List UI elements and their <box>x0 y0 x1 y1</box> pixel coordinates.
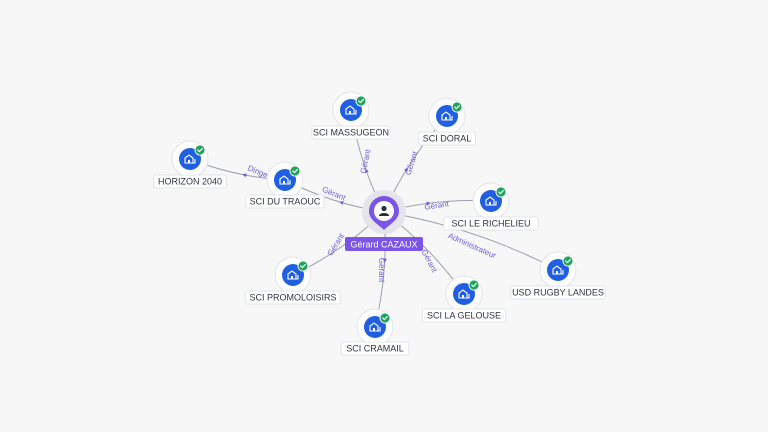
company-icon-bg <box>179 148 201 170</box>
nodes-layer: SCI MASSUGEON SCI DORAL SCI LE RICHELIEU US… <box>153 91 606 356</box>
verified-badge <box>356 96 366 106</box>
edge-arrow-icon <box>382 258 387 263</box>
company-label[interactable]: SCI PROMOLOISIRS <box>249 293 336 303</box>
relation-label: Gérant <box>424 199 450 212</box>
company-icon-bg <box>282 264 304 286</box>
edge-arrow-icon <box>364 168 369 173</box>
company-label[interactable]: SCI DU TRAOUC <box>250 197 321 207</box>
company-label[interactable]: SCI LE RICHELIEU <box>451 219 530 229</box>
company-node-sci-le-richelieu[interactable]: SCI LE RICHELIEU <box>443 182 539 231</box>
edge-arrow-icon <box>339 201 344 205</box>
building-icon <box>287 270 299 280</box>
edge-arrow-icon <box>242 173 247 178</box>
building-icon <box>485 196 497 206</box>
building-icon <box>441 111 453 121</box>
company-label-bg <box>510 285 606 300</box>
verified-badge <box>563 256 573 266</box>
company-label-bg <box>153 174 227 189</box>
company-label[interactable]: HORIZON 2040 <box>158 177 222 187</box>
verified-badge <box>452 102 462 112</box>
check-icon <box>565 258 571 264</box>
verified-badge <box>298 261 308 271</box>
company-node-sci-massugeon[interactable]: SCI MASSUGEON <box>311 91 391 140</box>
check-icon <box>300 263 306 269</box>
edge-arrow-icon <box>403 167 408 172</box>
company-label[interactable]: SCI MASSUGEON <box>313 128 389 138</box>
verified-badge <box>496 187 506 197</box>
check-icon <box>498 189 504 195</box>
verified-badge <box>380 313 390 323</box>
company-label-bg <box>340 341 410 356</box>
company-icon-bg <box>274 169 296 191</box>
building-icon <box>184 154 196 164</box>
company-label[interactable]: SCI DORAL <box>423 134 472 144</box>
verified-badge <box>195 145 205 155</box>
company-label-bg <box>245 290 341 305</box>
building-icon <box>345 105 357 115</box>
company-label[interactable]: SCI CRAMAIL <box>346 344 404 354</box>
relation-label: Gérant <box>326 231 347 257</box>
center-person-node[interactable]: Gérard CAZAUX <box>345 190 423 251</box>
person-icon <box>378 205 390 216</box>
company-label[interactable]: USD RUGBY LANDES <box>512 288 604 298</box>
relation-label: Gérant <box>404 149 420 176</box>
company-label-bg <box>418 131 476 146</box>
company-node-sci-du-traouc[interactable]: SCI DU TRAOUC <box>245 161 325 209</box>
company-icon-bg <box>453 283 475 305</box>
company-label-bg <box>421 308 507 323</box>
check-icon <box>454 104 460 110</box>
building-icon <box>279 175 291 185</box>
company-icon-bg <box>340 99 362 121</box>
check-icon <box>471 282 477 288</box>
center-label-bg <box>345 237 423 251</box>
check-icon <box>197 147 203 153</box>
company-label[interactable]: SCI LA GELOUSE <box>427 311 501 321</box>
company-icon-bg <box>547 259 569 281</box>
company-icon-bg <box>480 190 502 212</box>
verified-badge <box>469 280 479 290</box>
company-node-sci-cramail[interactable]: SCI CRAMAIL <box>340 308 410 356</box>
building-icon <box>369 322 381 332</box>
company-icon-bg <box>436 105 458 127</box>
verified-badge <box>290 166 300 176</box>
company-node-horizon-2040[interactable]: HORIZON 2040 <box>153 140 227 189</box>
check-icon <box>358 98 364 104</box>
center-name[interactable]: Gérard CAZAUX <box>350 240 417 250</box>
relation-label: Gérant <box>419 248 439 275</box>
relation-label: Gérant <box>377 258 386 283</box>
company-label-bg <box>443 216 539 231</box>
check-icon <box>292 168 298 174</box>
relation-label: Administrateur <box>447 231 498 260</box>
company-node-usd-rugby-landes[interactable]: USD RUGBY LANDES <box>510 251 606 300</box>
company-label-bg <box>245 194 325 209</box>
company-node-sci-promoloisirs[interactable]: SCI PROMOLOISIRS <box>245 256 341 305</box>
building-icon <box>552 265 564 275</box>
edge-usd-rugby-landes <box>383 211 559 271</box>
company-label-bg <box>311 125 391 140</box>
check-icon <box>382 315 388 321</box>
company-node-sci-la-gelouse[interactable]: SCI LA GELOUSE <box>421 275 507 323</box>
edge-arrow-icon <box>426 201 431 206</box>
company-node-sci-doral[interactable]: SCI DORAL <box>418 97 476 146</box>
company-icon-bg <box>364 316 386 338</box>
building-icon <box>458 289 470 299</box>
